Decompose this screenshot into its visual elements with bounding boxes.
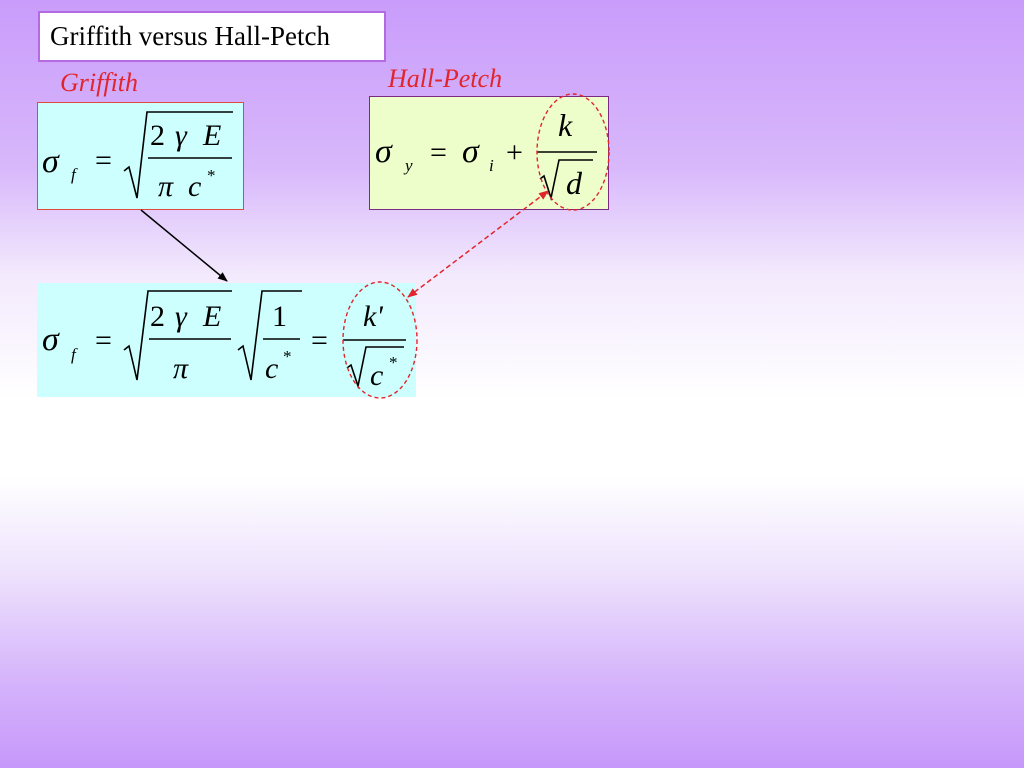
slide-title: Griffith versus Hall-Petch [38, 11, 386, 62]
hall-petch-equation-box [369, 96, 609, 210]
griffith-equation-box [37, 102, 244, 210]
combined-equation-box [37, 283, 416, 397]
griffith-label: Griffith [60, 68, 139, 97]
griffith-to-combined-arrow [140, 209, 228, 282]
hall-petch-label: Hall-Petch [388, 64, 503, 93]
slide-title-text: Griffith versus Hall-Petch [50, 21, 330, 51]
